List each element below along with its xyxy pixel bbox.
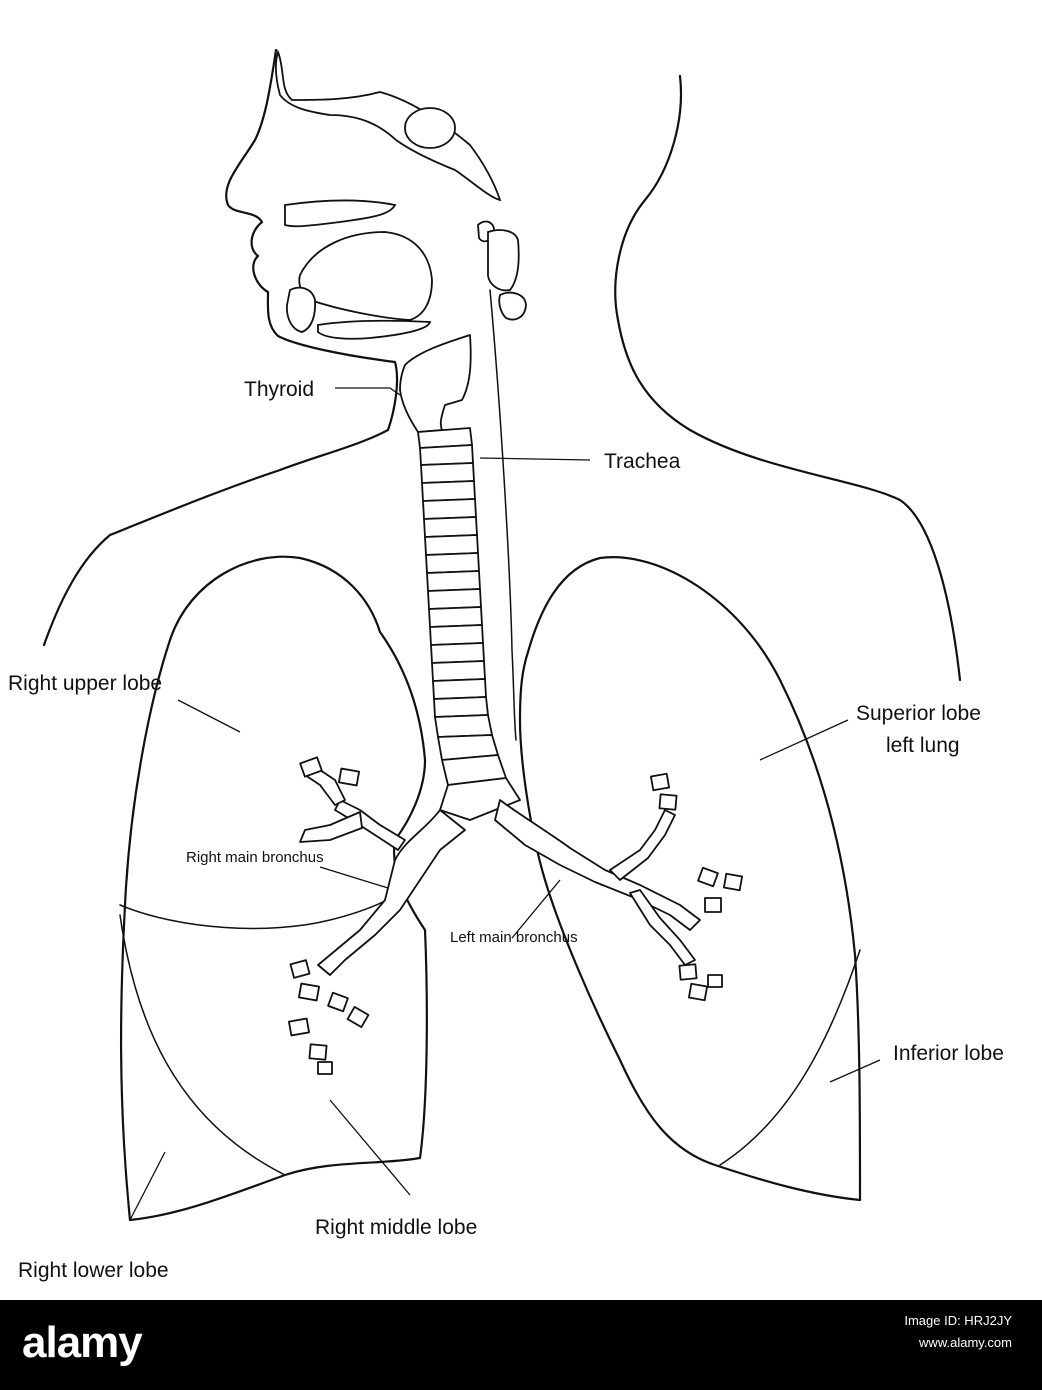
label-right-lower-lobe: Right lower lobe — [18, 1259, 169, 1282]
right-middle-lobe-leader — [329, 1099, 411, 1196]
site-url: www.alamy.com — [919, 1335, 1012, 1351]
left-oblique-fissure — [719, 949, 861, 1166]
label-right-main-bronchus: Right main bronchus — [186, 849, 324, 866]
image-id: Image ID: HRJ2JY — [904, 1313, 1012, 1328]
label-left-main-bronchus: Left main bronchus — [450, 929, 578, 946]
thyroid-leader — [335, 387, 401, 396]
right-upper-lobe-leader — [177, 699, 241, 733]
left-bronchial-tree — [494, 772, 743, 1002]
watermark-bar: alamy Image ID: HRJ2JY www.alamy.com — [0, 1300, 1042, 1390]
labels: Thyroid Trachea Right upper lobe Superio… — [8, 378, 1004, 1282]
leader-lines — [129, 387, 881, 1221]
right-lower-lobe-leader — [129, 1151, 166, 1221]
respiratory-system-diagram: Thyroid Trachea Right upper lobe Superio… — [8, 48, 1004, 1282]
label-right-upper-lobe: Right upper lobe — [8, 672, 162, 695]
watermark-info: Image ID: HRJ2JY www.alamy.com — [904, 1310, 1012, 1354]
superior-lobe-leader — [759, 719, 849, 761]
label-superior-lobe-line2: left lung — [886, 734, 960, 757]
right-lung-outline — [119, 555, 428, 1222]
label-thyroid: Thyroid — [244, 378, 314, 401]
label-trachea: Trachea — [604, 450, 681, 473]
label-inferior-lobe: Inferior lobe — [893, 1042, 1004, 1065]
right-oblique-fissure — [119, 914, 286, 1176]
right-main-bronchus-leader — [319, 866, 389, 889]
right-bronchial-tree — [288, 756, 466, 1075]
label-right-middle-lobe: Right middle lobe — [315, 1216, 477, 1239]
trachea-leader — [479, 457, 591, 461]
nasal-oral-structures — [274, 49, 527, 340]
label-superior-lobe-line1: Superior lobe — [856, 702, 981, 725]
left-main-bronchus-leader — [511, 879, 561, 939]
inferior-lobe-leader — [829, 1059, 881, 1083]
body-outline — [42, 48, 962, 741]
watermark-logo: alamy — [22, 1318, 143, 1367]
trachea-column — [399, 334, 521, 821]
lungs — [119, 555, 862, 1222]
left-lung-outline — [518, 556, 862, 1202]
